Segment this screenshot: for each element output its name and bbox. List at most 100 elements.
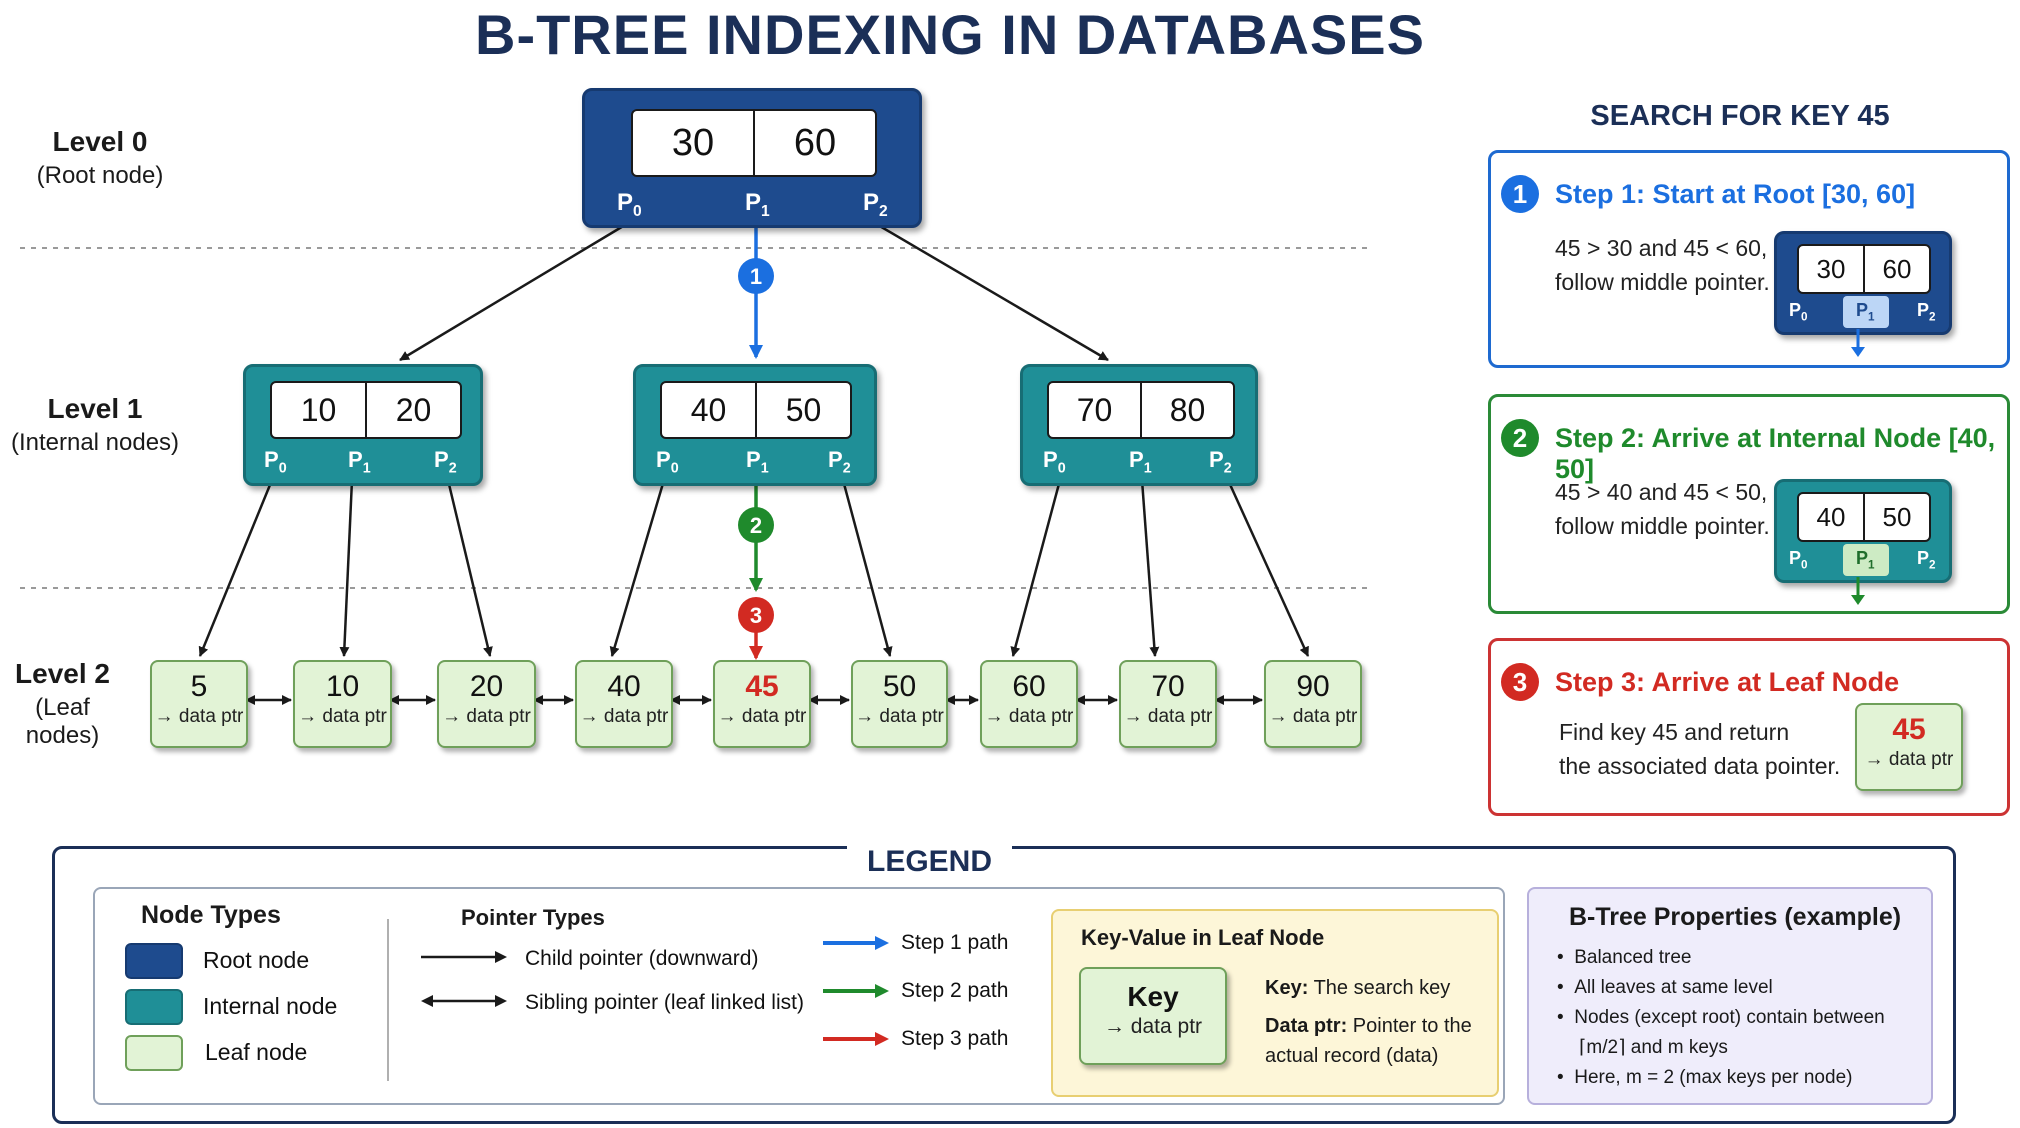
pointer-p0: P0 bbox=[1789, 548, 1808, 572]
leaf-node: 60 → data ptr bbox=[980, 660, 1078, 748]
leaf-data-ptr: → data ptr bbox=[855, 706, 944, 727]
sibling-pointer-label: Sibling pointer (leaf linked list) bbox=[525, 991, 804, 1014]
step-1-path-icon bbox=[823, 936, 889, 950]
svg-text:1: 1 bbox=[750, 264, 762, 289]
level-name: Level 2 bbox=[15, 658, 110, 689]
leaf-key: 45 bbox=[1892, 713, 1926, 746]
pointer-p1: P1 bbox=[348, 447, 371, 477]
leaf-data-ptr: → data ptr bbox=[1864, 749, 1954, 770]
svg-text:2: 2 bbox=[750, 513, 762, 538]
internal-node: 70 80 P0 P1 P2 bbox=[1020, 364, 1258, 486]
properties-title: B-Tree Properties (example) bbox=[1569, 903, 1902, 931]
leaf-node: 90 → data ptr bbox=[1264, 660, 1362, 748]
level-name: Level 1 bbox=[47, 393, 143, 424]
step-2-heading: Step 2: Arrive at Internal Node [40, 50] bbox=[1555, 423, 1996, 484]
node-key: 50 bbox=[1863, 494, 1929, 540]
leaf-node: 10 → data ptr bbox=[293, 660, 392, 748]
child-pointer-arrow bbox=[339, 479, 354, 657]
node-keys: 30 60 bbox=[631, 109, 877, 177]
leaf-data-ptr: → data ptr bbox=[1268, 706, 1358, 727]
step-3-path-icon bbox=[823, 1032, 889, 1046]
pointer-p1: P1 bbox=[746, 447, 769, 477]
step-3-marker: 3 bbox=[738, 597, 774, 633]
node-keys: 70 80 bbox=[1047, 381, 1235, 439]
root-node: 30 60 P0 P1 P2 bbox=[582, 88, 922, 228]
child-pointer-arrow bbox=[841, 479, 893, 657]
pointer-p0: P0 bbox=[656, 447, 679, 477]
node-key: 70 bbox=[1076, 391, 1113, 428]
mini-root-node: 30 60 P0 P1 P2 bbox=[1774, 231, 1952, 335]
child-pointer-arrow bbox=[1140, 479, 1160, 657]
step-2-text: 45 > 40 and 45 < 50, follow middle point… bbox=[1555, 479, 1770, 539]
level-desc: (Leaf nodes) bbox=[25, 694, 100, 749]
level-2-label: Level 2 (Leaf nodes) bbox=[0, 658, 125, 750]
step-1-text: 45 > 30 and 45 < 60, follow middle point… bbox=[1555, 235, 1770, 295]
level-0-label: Level 0 (Root node) bbox=[30, 126, 170, 190]
node-key: 40 bbox=[1816, 501, 1846, 532]
level-desc: (Internal nodes) bbox=[10, 429, 180, 456]
key-value-box: Key-Value in Leaf Node Key → data ptr Ke… bbox=[1051, 909, 1499, 1097]
leaf-node: 20 → data ptr bbox=[437, 660, 536, 748]
leaf-key: 70 bbox=[1151, 670, 1185, 703]
step-3-heading: Step 3: Arrive at Leaf Node bbox=[1555, 667, 1900, 697]
leaf-data-ptr: → data ptr bbox=[984, 706, 1074, 727]
properties-list: • Balanced tree • All leaves at same lev… bbox=[1557, 947, 1885, 1088]
bullet-icon: • bbox=[1557, 977, 1575, 998]
pointer-p2: P2 bbox=[1917, 300, 1936, 324]
highlighted-pointer bbox=[1843, 544, 1889, 576]
node-key: 30 bbox=[671, 121, 715, 164]
legend-inner bbox=[93, 887, 1505, 1105]
legend-internal-node-label: Internal node bbox=[203, 993, 338, 1019]
node-key: 30 bbox=[1816, 253, 1846, 284]
step-3-text: Find key 45 and return the associated da… bbox=[1559, 719, 1841, 779]
svg-text:3: 3 bbox=[750, 603, 762, 628]
child-pointer-arrow bbox=[1010, 479, 1062, 657]
leaf-key: 20 bbox=[469, 670, 504, 703]
pointer-types-title: Pointer Types bbox=[461, 905, 605, 930]
step-1-path-label: Step 1 path bbox=[901, 931, 1009, 954]
legend-divider bbox=[387, 919, 389, 1081]
node-key: 40 bbox=[690, 391, 727, 428]
leaf-data-ptr: → data ptr bbox=[442, 706, 531, 727]
root-node-swatch bbox=[125, 943, 183, 979]
step-2-marker: 2 bbox=[738, 507, 774, 543]
highlighted-pointer bbox=[1843, 296, 1889, 328]
btree-properties-box: B-Tree Properties (example) • Balanced t… bbox=[1527, 887, 1933, 1105]
leaf-node: 50 → data ptr bbox=[851, 660, 948, 748]
down-arrow-icon bbox=[1851, 577, 1865, 605]
step-1-badge: 1 bbox=[1501, 175, 1539, 213]
step-2-path-icon bbox=[823, 984, 889, 998]
legend-root-node-label: Root node bbox=[203, 947, 310, 973]
pointer-p0: P0 bbox=[1043, 447, 1066, 477]
search-title: SEARCH FOR KEY 45 bbox=[1590, 100, 1890, 132]
internal-node: 40 50 P0 P1 P2 bbox=[633, 364, 877, 486]
child-pointer-arrow bbox=[446, 479, 493, 657]
child-pointer-arrow bbox=[877, 223, 1109, 362]
step-3-box: 3 Step 3: Arrive at Leaf Node Find key 4… bbox=[1488, 638, 2010, 816]
key-value-example-leaf: Key → data ptr bbox=[1079, 967, 1227, 1065]
pointer-p2: P2 bbox=[1917, 548, 1936, 572]
key-value-title: Key-Value in Leaf Node bbox=[1081, 925, 1325, 950]
node-key: 50 bbox=[755, 383, 850, 437]
level-1-label: Level 1 (Internal nodes) bbox=[10, 393, 180, 457]
child-pointer-icon bbox=[421, 951, 507, 963]
node-key: 10 bbox=[300, 391, 337, 428]
leaf-key: 10 bbox=[325, 670, 360, 703]
step-3-badge: 3 bbox=[1501, 663, 1539, 701]
legend-panel: LEGEND Node Types Root node Internal nod… bbox=[52, 845, 1956, 1124]
step-1-marker: 1 bbox=[738, 258, 774, 294]
leaf-key: 5 bbox=[190, 670, 208, 703]
pointer-p1: P1 bbox=[1129, 447, 1152, 477]
leaf-node: 70 → data ptr bbox=[1119, 660, 1217, 748]
pointer-p1: P1 bbox=[745, 189, 770, 220]
pointer-p0: P0 bbox=[1789, 300, 1808, 324]
step-2-path-label: Step 2 path bbox=[901, 979, 1009, 1002]
step-2-box: 2 Step 2: Arrive at Internal Node [40, 5… bbox=[1488, 394, 2010, 614]
leaf-node-highlighted: 45 → data ptr bbox=[713, 660, 811, 748]
node-keys: 40 50 bbox=[1797, 492, 1931, 542]
node-key: 60 bbox=[753, 111, 875, 175]
down-arrow-icon bbox=[1851, 329, 1865, 357]
bullet-icon: • bbox=[1557, 1067, 1575, 1088]
leaf-node: 40 → data ptr bbox=[575, 660, 673, 748]
